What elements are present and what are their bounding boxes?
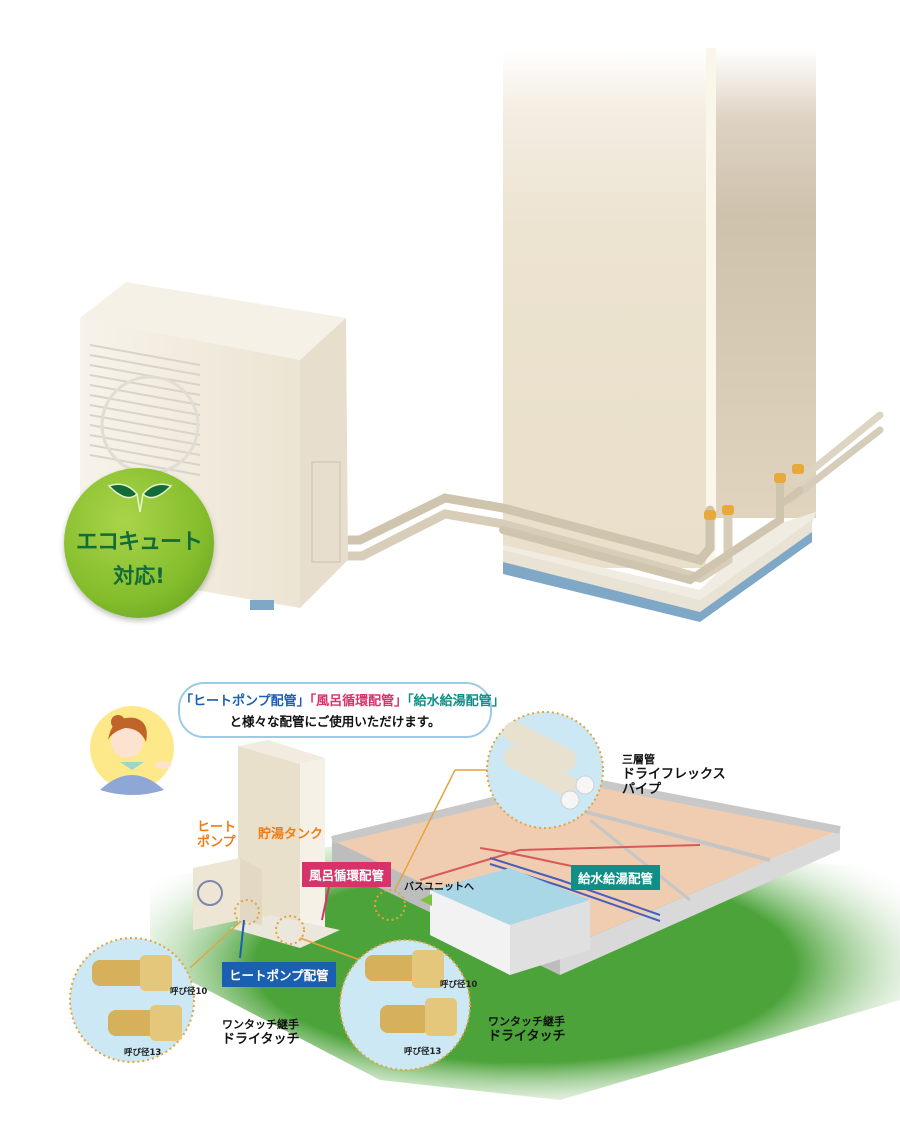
fitting-left-name-line1: ワンタッチ継手 — [222, 1018, 299, 1031]
fitting-closeup-right — [339, 939, 471, 1071]
badge-title: エコキュート — [75, 530, 203, 555]
callout-lines — [189, 769, 490, 969]
tag-water-supply: 給水給湯配管 — [571, 865, 661, 890]
pipe-types-line: 「ヒートポンプ配管」「風呂循環配管」「給水給湯配管」 — [180, 690, 505, 709]
pipe-callout-line2: ドライフレックス — [622, 767, 726, 782]
callout-markers — [234, 889, 406, 945]
pipe-callout-line3: パイプ — [622, 782, 662, 797]
fitting-right-name-line1: ワンタッチ継手 — [488, 1015, 565, 1028]
fitting-left-size-13: 呼び径13 — [124, 1048, 162, 1058]
label-heat-pump: ヒート ポンプ — [197, 820, 236, 850]
pipe-type-water: 「給水給湯配管」 — [407, 694, 505, 709]
heat-pump-pipes — [335, 411, 884, 585]
pipe-callout-line1: 三層管 — [622, 753, 655, 766]
eco-cute-badge: エコキュート 対応! — [64, 468, 214, 618]
label-heat-pump-line2: ポンプ — [197, 835, 236, 850]
fitting-right-size-13: 呼び径13 — [404, 1047, 442, 1057]
arrow-icon — [420, 894, 432, 906]
fitting-right-name: ワンタッチ継手 ドライタッチ — [488, 1014, 565, 1044]
tag-bath-circulation: 風呂循環配管 — [302, 862, 392, 887]
pipe-callout: 三層管 ドライフレックス パイプ — [622, 752, 726, 797]
label-heat-pump-line1: ヒート — [197, 820, 237, 835]
diagram-heat-pump — [193, 858, 262, 930]
fitting-closeup-left — [69, 937, 195, 1063]
fitting-left-name: ワンタッチ継手 ドライタッチ — [222, 1017, 299, 1047]
bubble-text: と様々な配管にご使用いただけます。 — [229, 714, 441, 729]
label-to-bath-unit: バスユニットへ — [404, 882, 474, 893]
guide-avatar — [90, 706, 174, 795]
fitting-left-size-10: 呼び径10 — [170, 987, 208, 997]
bathtub — [430, 868, 590, 975]
hot-water-tank — [503, 48, 816, 622]
tag-heat-pump-piping: ヒートポンプ配管 — [222, 962, 336, 987]
fitting-left-name-line2: ドライタッチ — [222, 1032, 300, 1047]
pipe-closeup — [486, 711, 604, 829]
pipe-type-heat-pump: 「ヒートポンプ配管」 — [180, 694, 310, 709]
label-storage-tank: 貯湯タンク — [258, 827, 324, 842]
fitting-right-name-line2: ドライタッチ — [488, 1029, 566, 1044]
badge-subtitle: 対応! — [113, 564, 165, 588]
leaf-icon — [107, 483, 173, 513]
pipe-type-bath: 「風呂循環配管」 — [309, 694, 408, 709]
fitting-right-size-10: 呼び径10 — [440, 980, 478, 990]
speech-bubble: 「ヒートポンプ配管」「風呂循環配管」「給水給湯配管」 と様々な配管にご使用いただ… — [178, 682, 505, 738]
